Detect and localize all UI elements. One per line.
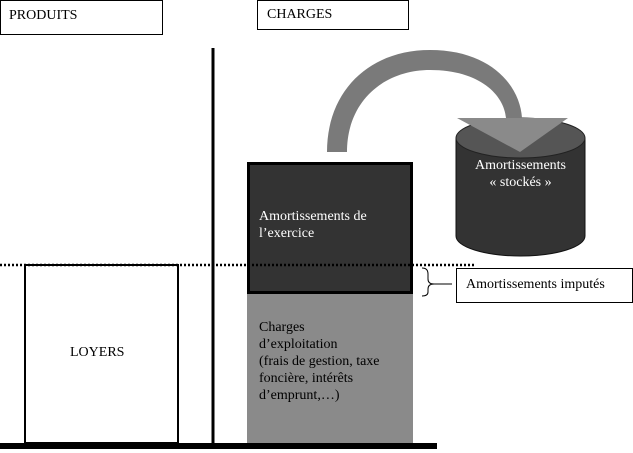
label-line: « stockés » [489, 175, 552, 190]
amortissements-imputes-callout: Amortissements imputés [456, 268, 633, 303]
baseline [0, 443, 437, 449]
produits-label: PRODUITS [9, 8, 78, 23]
amortissements-imputes-label: Amortissements imputés [466, 277, 605, 292]
loyers-label: LOYERS [70, 345, 125, 360]
brace-icon [421, 267, 452, 297]
produits-header: PRODUITS [0, 0, 163, 35]
amortissements-exercice-label: Amortissements de l’exercice [259, 208, 367, 242]
charges-exploitation-block [247, 292, 413, 443]
label-line: d’exploitation [259, 337, 338, 352]
curved-arrow [327, 50, 568, 152]
label-line: foncière, intérêts [259, 371, 354, 386]
label-line: Charges [259, 320, 305, 335]
charges-exploitation-label: Charges d’exploitation (frais de gestion… [259, 319, 380, 404]
stock-label: Amortissements « stockés » [456, 157, 585, 191]
amortissements-exercice-block [247, 162, 413, 294]
label-line: l’exercice [259, 226, 315, 241]
label-line: Amortissements [475, 158, 566, 173]
label-line: d’emprunt,…) [259, 388, 340, 403]
charges-label: CHARGES [267, 7, 333, 22]
label-line: (frais de gestion, taxe [259, 354, 380, 369]
label-line: Amortissements de [259, 209, 367, 224]
charges-header: CHARGES [257, 0, 409, 30]
